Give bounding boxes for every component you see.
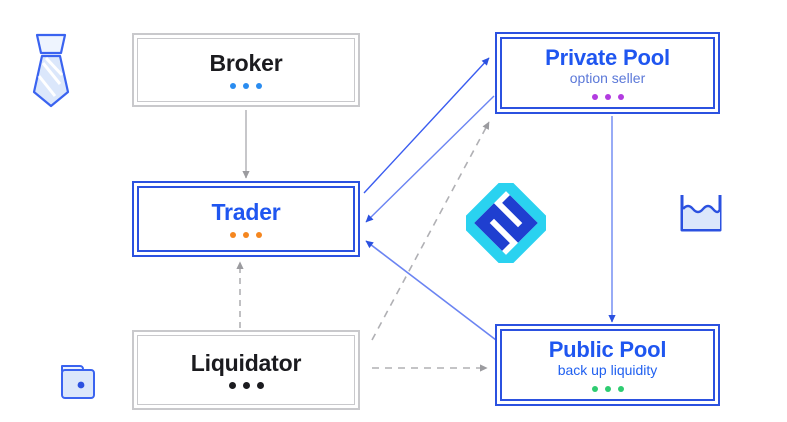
node-private-pool[interactable]: Private Pool option seller [495, 32, 720, 114]
brand-logo-icon [458, 175, 554, 271]
node-broker-dots [230, 82, 262, 89]
node-private-pool-subtitle: option seller [569, 70, 646, 87]
node-broker[interactable]: Broker [132, 33, 360, 107]
liquidity-tank-icon [676, 192, 726, 238]
node-private-pool-title: Private Pool [545, 45, 670, 71]
node-broker-title: Broker [209, 50, 283, 77]
node-trader-dots [230, 231, 262, 238]
node-public-pool-dots [591, 385, 624, 392]
node-liquidator-title: Liquidator [190, 349, 302, 376]
necktie-icon [22, 30, 80, 110]
node-public-pool-subtitle: back up liquidity [557, 362, 658, 379]
node-private-pool-dots [591, 93, 624, 100]
node-trader-title: Trader [211, 199, 281, 226]
edge-trader-to-private-pool [363, 57, 490, 194]
node-liquidator[interactable]: Liquidator [132, 330, 360, 410]
wallet-icon [58, 358, 104, 404]
node-public-pool-title: Public Pool [548, 337, 667, 363]
node-liquidator-dots [228, 382, 264, 390]
node-trader[interactable]: Trader [132, 181, 360, 257]
node-public-pool[interactable]: Public Pool back up liquidity [495, 324, 720, 406]
